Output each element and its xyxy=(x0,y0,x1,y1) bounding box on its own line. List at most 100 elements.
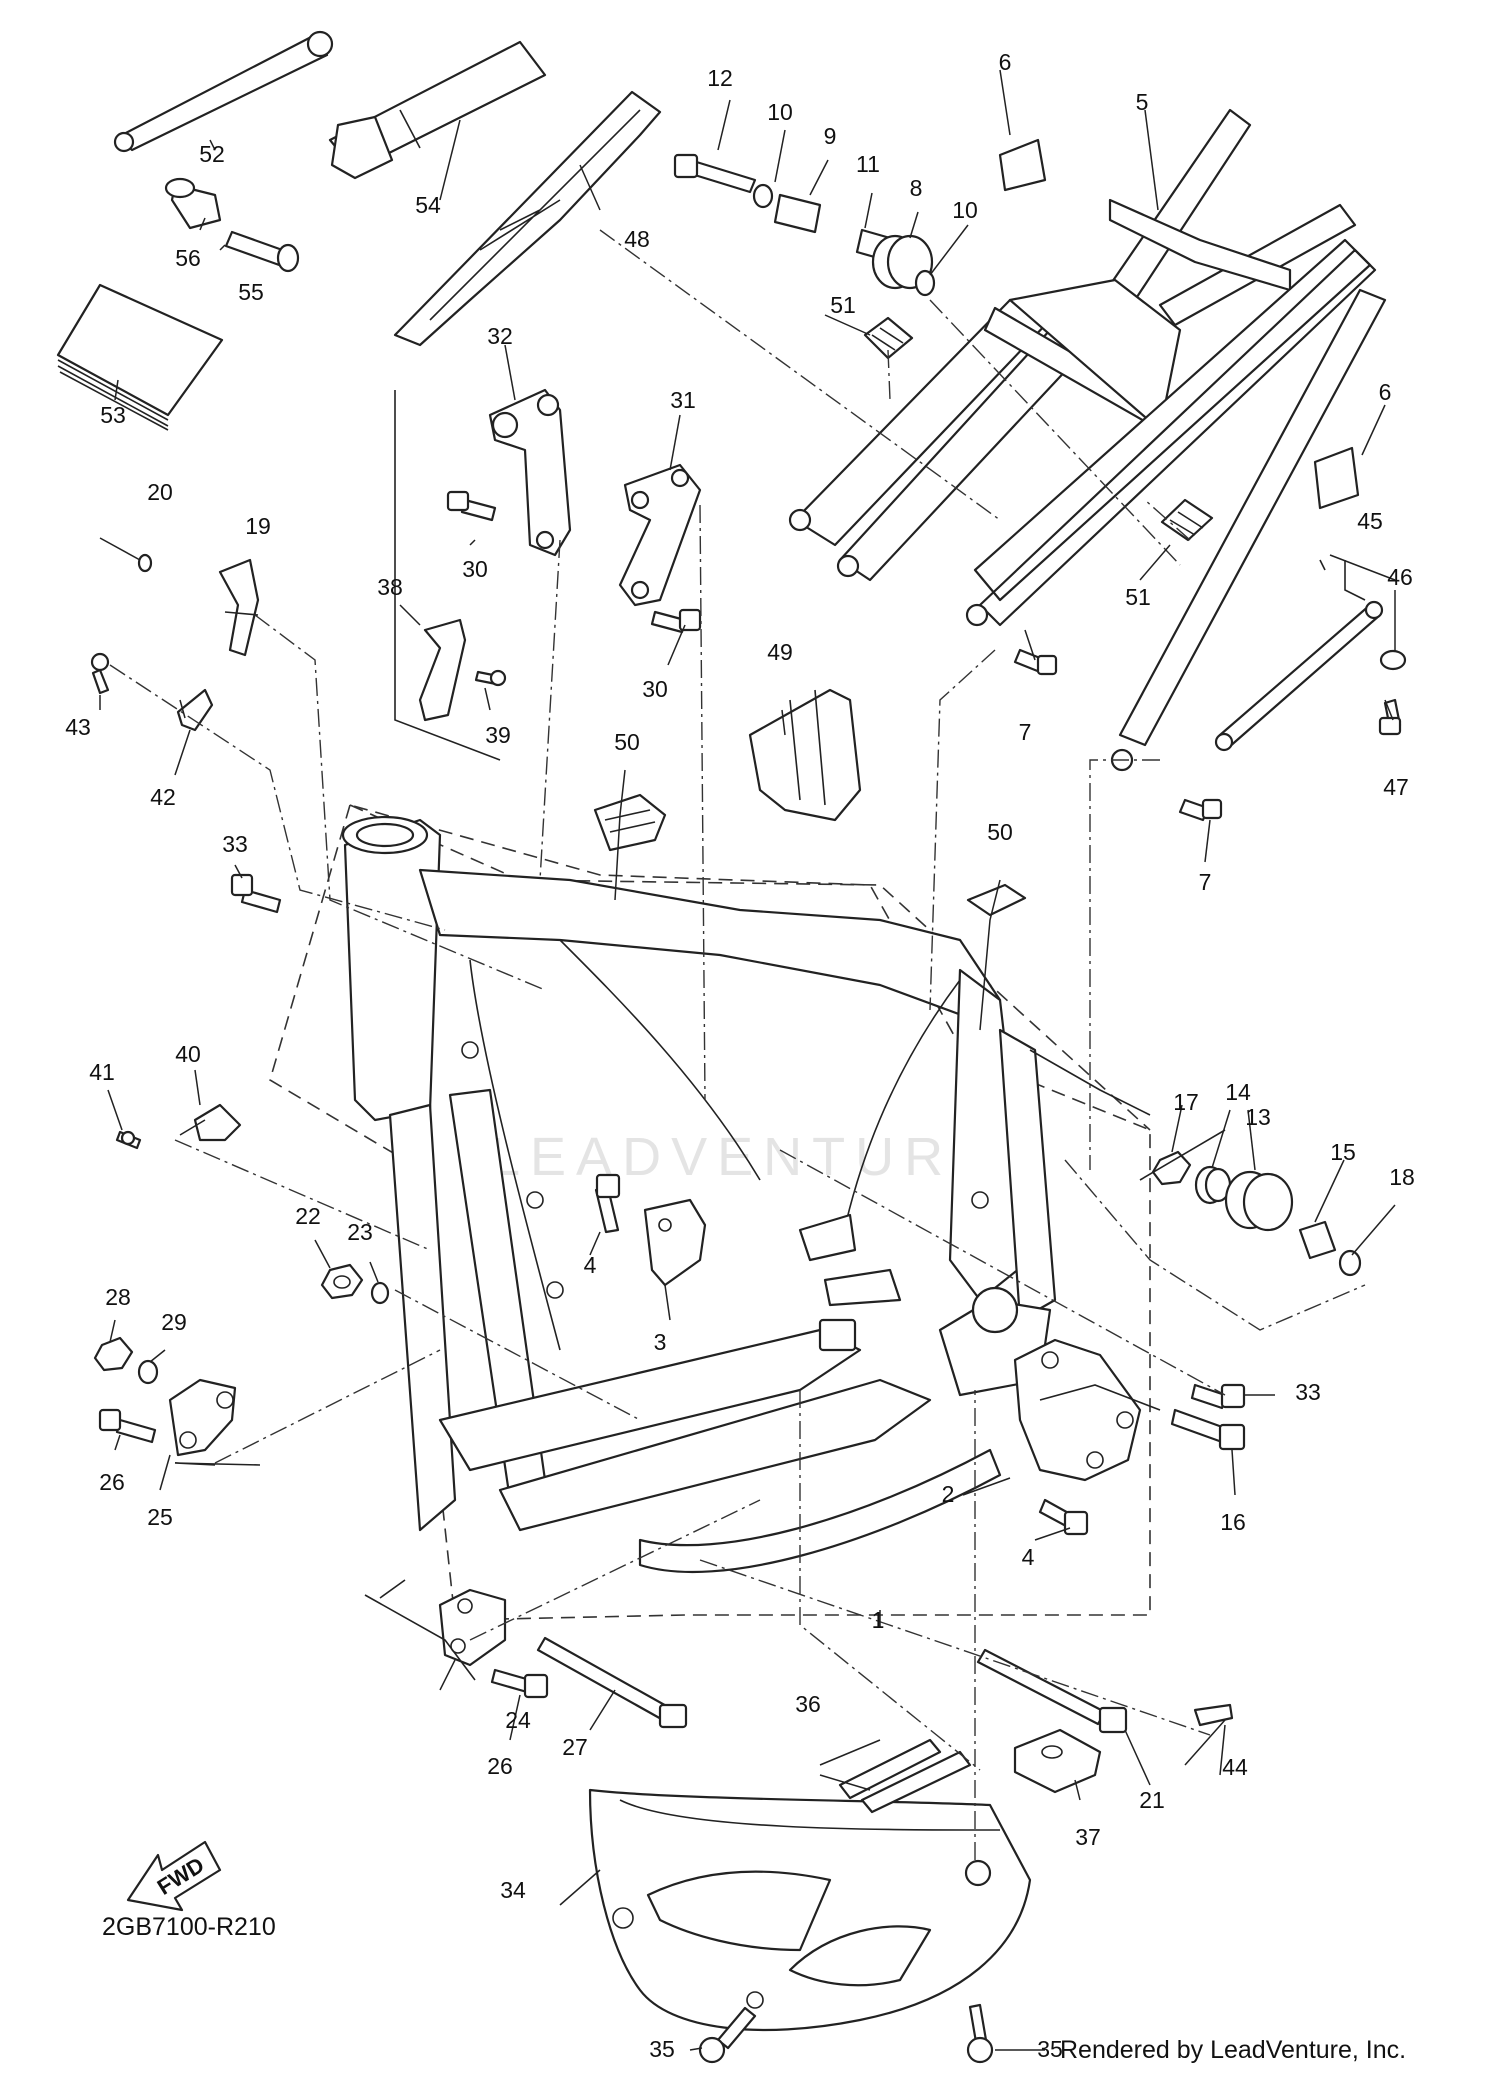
clamp-42-part xyxy=(176,688,214,732)
callout-51: 51 xyxy=(1125,584,1151,610)
callout-7: 7 xyxy=(1019,719,1032,745)
clamp-19-part xyxy=(218,558,260,657)
engine-bracket-31-part xyxy=(618,463,702,607)
callout-6: 6 xyxy=(1379,379,1392,405)
callout-35: 35 xyxy=(649,2036,675,2062)
bolt-47-part xyxy=(1378,698,1402,736)
nut-22-part xyxy=(320,1263,364,1300)
callout-30: 30 xyxy=(642,676,668,702)
render-credit: Rendered by LeadVenture, Inc. xyxy=(1060,2036,1406,2064)
washer-10-part xyxy=(752,183,774,209)
callout-15: 15 xyxy=(1330,1139,1356,1165)
cable-guide-51b-part xyxy=(1160,498,1214,542)
engine-bracket-2-part xyxy=(1013,1338,1142,1482)
bolt-4-part xyxy=(594,1173,621,1234)
bolt-30b-part xyxy=(650,608,702,634)
callout-29: 29 xyxy=(161,1309,187,1335)
callout-2: 2 xyxy=(942,1481,955,1507)
callout-9: 9 xyxy=(824,123,837,149)
callout-11: 11 xyxy=(856,151,880,177)
seat-strap-45-part xyxy=(1214,600,1384,752)
guard-49-part xyxy=(748,688,862,822)
callout-51: 51 xyxy=(830,292,856,318)
fwd-arrow-icon: FWD xyxy=(126,1840,222,1912)
callout-42: 42 xyxy=(150,784,176,810)
callout-25: 25 xyxy=(147,1504,173,1530)
diagram-code: 2GB7100-R210 xyxy=(102,1913,276,1941)
bracket-3-part xyxy=(643,1198,707,1287)
callout-30: 30 xyxy=(462,556,488,582)
bolt-4b-part xyxy=(1038,1498,1089,1536)
bolt-7-part xyxy=(1013,648,1058,676)
collar-46-part xyxy=(1379,649,1407,671)
bolt-7b-part xyxy=(1178,798,1223,822)
callout-48: 48 xyxy=(624,226,650,252)
callout-38: 38 xyxy=(377,574,403,600)
callout-49: 49 xyxy=(767,639,793,665)
bolt-26-part xyxy=(98,1408,157,1444)
callout-36: 36 xyxy=(795,1691,821,1717)
bolt-35-part xyxy=(698,2006,757,2064)
callout-12: 12 xyxy=(707,65,733,91)
callout-52: 52 xyxy=(199,141,225,167)
callout-46: 46 xyxy=(1387,564,1413,590)
callout-26: 26 xyxy=(487,1753,513,1779)
engine-bolt-21-part xyxy=(976,1648,1128,1734)
callout-56: 56 xyxy=(175,245,201,271)
callout-3: 3 xyxy=(654,1329,667,1355)
callout-28: 28 xyxy=(105,1284,131,1310)
callout-40: 40 xyxy=(175,1041,201,1067)
reference-lines xyxy=(109,229,1366,1860)
skid-plate-34-part xyxy=(588,1788,1032,2032)
callout-20: 20 xyxy=(147,479,173,505)
callout-34: 34 xyxy=(500,1877,526,1903)
pin-44-part xyxy=(1184,1703,1234,1766)
main-frame-part xyxy=(341,815,1057,1574)
bolt-16-part xyxy=(1170,1408,1246,1451)
callout-10: 10 xyxy=(952,197,978,223)
callout-41: 41 xyxy=(89,1059,115,1085)
engine-bracket-32-part xyxy=(488,388,572,557)
callout-24: 24 xyxy=(505,1707,531,1733)
shock-bolt-12-part xyxy=(673,153,757,194)
callout-45: 45 xyxy=(1357,508,1383,534)
callout-7: 7 xyxy=(1199,869,1212,895)
bolt-33b-part xyxy=(1190,1383,1246,1410)
nut-17-part xyxy=(1151,1150,1192,1186)
label-decal-6b-part xyxy=(1313,446,1360,510)
callout-37: 37 xyxy=(1075,1824,1101,1850)
callout-50: 50 xyxy=(614,729,640,755)
cable-guide-51-part xyxy=(863,316,914,360)
wrench-bit-56-part xyxy=(164,177,222,230)
damper-37-part xyxy=(1013,1728,1102,1794)
leader-lines xyxy=(99,69,1396,2051)
bolt-33-part xyxy=(230,873,282,914)
callout-5: 5 xyxy=(1136,89,1149,115)
callout-31: 31 xyxy=(670,387,696,413)
callout-55: 55 xyxy=(238,279,264,305)
callout-47: 47 xyxy=(1383,774,1409,800)
rear-frame-part xyxy=(788,108,1387,772)
callout-19: 19 xyxy=(245,513,271,539)
callout-17: 17 xyxy=(1173,1089,1199,1115)
callout-27: 27 xyxy=(562,1734,588,1760)
callout-8: 8 xyxy=(910,175,923,201)
label-decal-6-part xyxy=(998,138,1047,192)
screw-41-part xyxy=(115,1130,142,1150)
callout-1: 1 xyxy=(872,1607,885,1633)
callout-54: 54 xyxy=(415,192,441,218)
cable-guide-50b-part xyxy=(966,883,1027,917)
watermark: LEADVENTURE xyxy=(490,1127,999,1187)
callout-16: 16 xyxy=(1220,1509,1246,1535)
callout-6: 6 xyxy=(999,49,1012,75)
callout-33: 33 xyxy=(1295,1379,1321,1405)
bolt-30-part xyxy=(446,490,497,522)
callout-50: 50 xyxy=(987,819,1013,845)
bushing-14-part xyxy=(1194,1165,1232,1205)
engine-bolt-27-part xyxy=(536,1636,688,1729)
wrench-bit-55-part xyxy=(224,230,300,273)
callout-labels: 1234456677891010111213141516171819202122… xyxy=(65,49,1415,2062)
callout-33: 33 xyxy=(222,831,248,857)
